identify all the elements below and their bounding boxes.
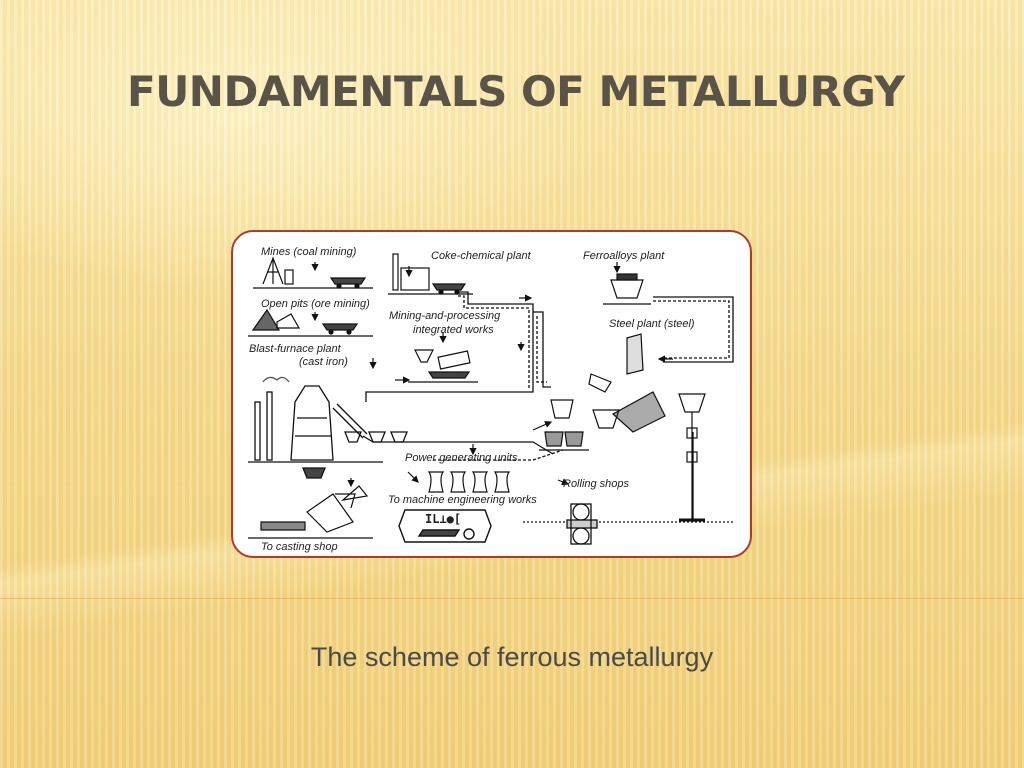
label-open-pits: Open pits (ore mining) xyxy=(261,298,370,310)
casting-tower-icon xyxy=(678,393,706,522)
label-rail-sign: IL⊥●[ xyxy=(425,512,462,526)
label-coke-chemical-plant: Coke-chemical plant xyxy=(431,250,531,262)
machine-works-sign xyxy=(398,509,492,543)
ferrous-metallurgy-diagram xyxy=(245,242,738,552)
ferroalloys-furnace-icon xyxy=(603,273,651,305)
label-power-units: Power generating units xyxy=(405,452,518,464)
label-mines: Mines (coal mining) xyxy=(261,246,357,258)
mine-headframe-icon xyxy=(253,256,373,289)
blast-furnace-icon xyxy=(248,376,408,479)
label-mining-processing-2: integrated works xyxy=(413,324,494,336)
flow-arrows xyxy=(311,262,673,488)
rolling-mill-icon xyxy=(566,503,598,545)
label-steel-plant: Steel plant (steel) xyxy=(609,318,695,330)
diagram-caption: The scheme of ferrous metallurgy xyxy=(310,642,714,672)
diagram-frame: Mines (coal mining) Coke-chemical plant … xyxy=(231,230,752,558)
label-casting-shop: To casting shop xyxy=(261,541,338,553)
power-units-icon xyxy=(427,471,511,493)
label-ferroalloys-plant: Ferroalloys plant xyxy=(583,250,665,262)
steel-ladles-icon xyxy=(539,399,620,451)
processing-works-icon xyxy=(408,349,478,383)
flow-lines xyxy=(362,291,734,523)
label-mining-processing-1: Mining-and-processing xyxy=(389,310,501,322)
slide-title: FUNDAMENTALS OF METALLURGY xyxy=(127,67,905,116)
background-divider xyxy=(0,598,1024,599)
label-machine-works: To machine engineering works xyxy=(388,494,537,506)
casting-shop-icon xyxy=(248,485,373,539)
open-pit-excavator-icon xyxy=(248,308,373,337)
steel-converter-icon xyxy=(588,333,666,433)
label-rolling-shops: Rolling shops xyxy=(563,478,630,490)
label-blast-furnace-1: Blast-furnace plant xyxy=(249,343,341,355)
coke-plant-icon xyxy=(388,253,473,295)
label-blast-furnace-2: (cast iron) xyxy=(299,356,348,368)
